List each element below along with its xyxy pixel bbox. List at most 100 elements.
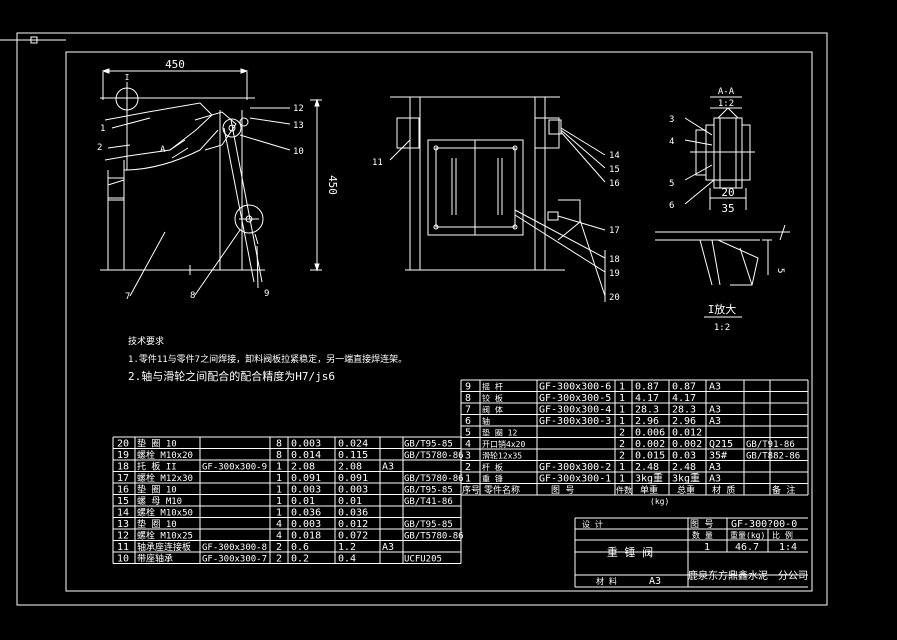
- bom-header-name: 零件名称: [484, 484, 520, 496]
- bom-right-mat: A3: [709, 474, 721, 485]
- bom-right-total: 3kg重: [672, 472, 700, 485]
- bom-left-qty: 2: [276, 542, 282, 553]
- bom-right-unit: 28.3: [635, 405, 659, 416]
- bom-right-no: 5: [465, 428, 471, 439]
- bom-left-total: 0.072: [338, 531, 368, 542]
- bom-right-no: 2: [465, 462, 471, 473]
- bom-left-name: 轴承座连接板: [137, 541, 191, 553]
- bom-header-qty: 件数: [616, 485, 632, 495]
- title-scale-label: 比 例: [772, 530, 793, 540]
- callout-14: 14: [609, 151, 620, 161]
- side-view: [389, 96, 606, 302]
- front-dim-width: 450: [165, 58, 185, 71]
- bom-right-code: GF-300x300-1: [539, 474, 611, 485]
- inner-frame: [65, 51, 813, 592]
- bom-left-unit: 0.018: [291, 531, 321, 542]
- bom-right-total: 0.002: [672, 439, 702, 450]
- callout-13: 13: [293, 121, 304, 131]
- bom-left-name: 螺栓 M10x25: [137, 530, 193, 542]
- bom-right-qty: 1: [619, 405, 625, 416]
- callout-18: 18: [609, 255, 620, 265]
- front-view: [100, 68, 322, 297]
- bom-right-unit: 4.17: [635, 393, 659, 404]
- callout-8: 8: [190, 291, 195, 301]
- bom-left-name: 螺栓 M10x50: [137, 507, 193, 519]
- bom-right-unit: 0.015: [635, 451, 665, 462]
- bom-left-name: 垫 圈 10: [137, 484, 177, 496]
- callout-12: 12: [293, 104, 304, 114]
- bom-left-name: 垫 圈 10: [137, 518, 177, 530]
- bom-left-std: GB/T95-85: [404, 520, 453, 530]
- notes-line-2: 2.轴与滑轮之间配合的配合精度为H7/js6: [128, 369, 335, 383]
- callout-4: 4: [669, 137, 674, 147]
- bom-right-qty: 2: [619, 428, 625, 439]
- bom-left-code: GF-300x300-9: [202, 463, 267, 473]
- bom-left-total: 0.024: [338, 439, 368, 450]
- title-product: 重 锤 阀: [607, 545, 653, 559]
- callout-17: 17: [609, 226, 620, 236]
- bom-right-total: 4.17: [672, 393, 696, 404]
- notes-line-1: 1.零件11与零件7之间焊接，卸料阀板拉紧稳定，另一端直接焊连架。: [128, 353, 407, 365]
- bom-right-name: 摇 杆: [482, 382, 503, 392]
- bom-left-total: 0.091: [338, 473, 368, 484]
- bom-left-no: 11: [117, 542, 129, 553]
- section-view: [684, 96, 755, 210]
- bom-header-unit-kg: (kg): [650, 497, 669, 506]
- bom-right-mat: A3: [709, 416, 721, 427]
- section-callouts: 3 4 5 6: [669, 115, 674, 211]
- bom-right-code: GF-300x300-4: [539, 405, 611, 416]
- bom-left-unit: 0.6: [291, 542, 309, 553]
- bom-tables: [112, 379, 809, 588]
- detail-scale: 1:2: [714, 323, 730, 333]
- side-callouts: 11 14 15 16 17 18 19 20: [372, 151, 620, 303]
- bom-left-mat: A3: [382, 462, 394, 473]
- bom-left-no: 17: [117, 473, 129, 484]
- bom-left-qty: 1: [276, 473, 282, 484]
- bom-left-unit: 0.003: [291, 439, 321, 450]
- section-dim-20: 20: [721, 186, 734, 199]
- bom-right-name: 铰 板: [482, 393, 503, 403]
- bom-left-no: 18: [117, 462, 129, 473]
- bom-left-unit: 0.014: [291, 450, 321, 461]
- section-title: A-A: [718, 87, 735, 97]
- bom-left-total: 0.003: [338, 485, 368, 496]
- title-drawing-no: GF-300?00-0: [731, 519, 797, 530]
- detail-title: I放大: [708, 302, 737, 316]
- bom-left-std: UCFU205: [404, 555, 442, 565]
- front-callouts: 1 2 12 13 10 7 8 9: [97, 104, 304, 302]
- bom-right-total: 2.48: [672, 462, 696, 473]
- bom-left-name: 螺栓 M10x20: [137, 449, 193, 461]
- bom-left-no: 15: [117, 496, 129, 507]
- bom-right-name: 杆 板: [482, 462, 503, 472]
- callout-19: 19: [609, 269, 620, 279]
- bom-left-std: GB/T5780-86: [404, 474, 464, 484]
- bom-right-no: 6: [465, 416, 471, 427]
- bom-right-name: 开口销4x20: [482, 439, 525, 449]
- title-qty: 1: [704, 542, 710, 553]
- front-dim-height: 450: [326, 175, 339, 195]
- bom-left-no: 14: [117, 508, 129, 519]
- title-material-label: 材 料: [596, 576, 617, 586]
- bom-right-total: 28.3: [672, 405, 696, 416]
- bom-right-name: 重 锤: [482, 474, 503, 484]
- bom-left-name: 螺栓 M12x30: [137, 472, 193, 484]
- bom-right-unit: 0.006: [635, 428, 665, 439]
- bom-right-note: GB/T91-86: [746, 440, 795, 450]
- bom-left-total: 0.115: [338, 450, 368, 461]
- bom-left-no: 10: [117, 554, 129, 565]
- title-weight-label: 重量(kg): [730, 530, 765, 540]
- bom-right-unit: 0.002: [635, 439, 665, 450]
- bom-left-total: 1.2: [338, 542, 356, 553]
- bom-left-unit: 0.2: [291, 554, 309, 565]
- bom-left-code: GF-300x300-8: [202, 543, 267, 553]
- bom-right-code: GF-300x300-5: [539, 393, 611, 404]
- bom-right-unit: 3kg重: [635, 472, 663, 485]
- bom-right-mat: 35#: [709, 451, 727, 462]
- callout-6: 6: [669, 201, 674, 211]
- title-material: A3: [649, 576, 661, 587]
- bom-right-unit: 2.48: [635, 462, 659, 473]
- bom-left-total: 0.4: [338, 554, 356, 565]
- bom-left-name: 螺 母 M10: [137, 496, 182, 507]
- bom-left-qty: 1: [276, 485, 282, 496]
